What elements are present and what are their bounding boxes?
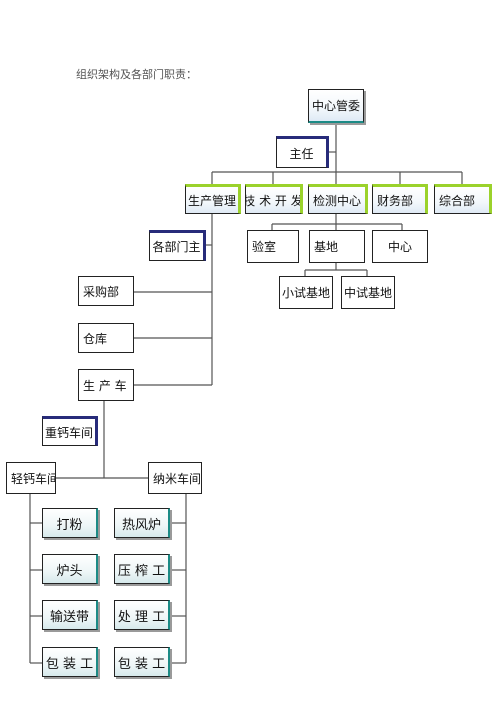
node-lab: 验室 — [247, 230, 299, 263]
node-general: 综合部 — [434, 184, 492, 214]
node-finance: 财务部 — [372, 184, 428, 214]
node-pilot-base: 小试基地 — [279, 276, 333, 309]
node-dept-heads: 各部门主 — [149, 230, 206, 261]
node-nano-item: 处 理 工 — [114, 600, 170, 630]
node-testing-center: 检测中心 — [308, 184, 368, 214]
node-production-workshop: 生 产 车 — [78, 369, 134, 401]
node-light-item: 打粉 — [42, 508, 98, 538]
node-center-committee: 中心管委 — [308, 89, 364, 123]
node-light-item: 包 装 工 — [42, 647, 98, 677]
node-production-mgmt: 生产管理 — [185, 184, 241, 214]
node-heavy-calcium: 重钙车间 — [42, 416, 98, 446]
node-nano-item: 压 榨 工 — [114, 554, 170, 584]
node-light-item: 输送带 — [42, 600, 98, 630]
node-base: 基地 — [309, 230, 365, 263]
node-nano-item: 热风炉 — [114, 508, 170, 538]
node-purchasing: 采购部 — [78, 276, 134, 306]
node-tech-dev: 技 术 开 发 — [245, 184, 303, 214]
node-director: 主任 — [276, 136, 329, 168]
node-light-item: 炉头 — [42, 554, 98, 584]
node-light-calcium: 轻钙车间 — [6, 462, 56, 494]
node-warehouse: 仓库 — [78, 323, 134, 353]
page-title: 组织架构及各部门职责： — [76, 68, 197, 81]
node-mid-base: 中试基地 — [341, 276, 395, 309]
node-center: 中心 — [372, 230, 428, 263]
node-nano-item: 包 装 工 — [114, 647, 170, 677]
node-nano-workshop: 纳米车间 — [148, 462, 202, 494]
